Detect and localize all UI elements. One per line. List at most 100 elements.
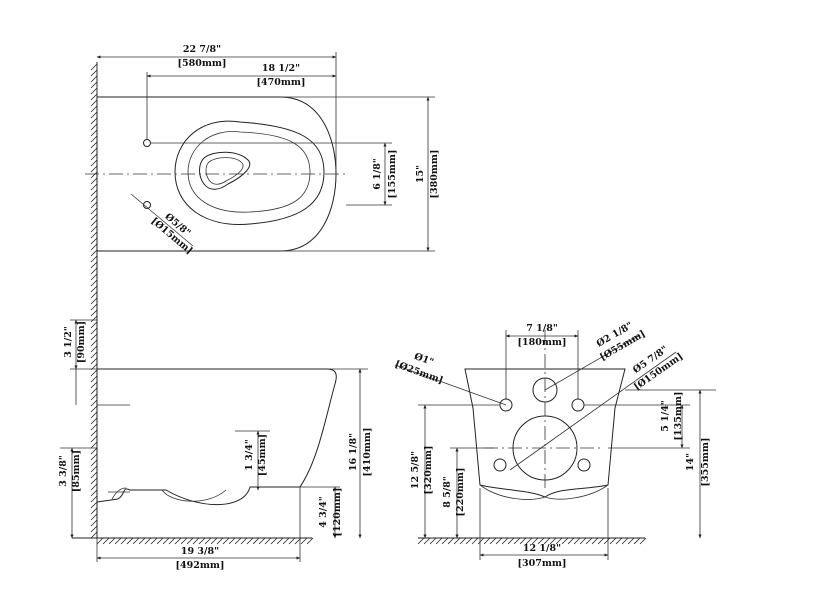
wall-hatch-line (90, 513, 98, 521)
floor-hatch-line (423, 537, 431, 545)
side-depth-mm: [492mm] (176, 560, 225, 571)
floor-hatch-line (615, 537, 623, 545)
wall-hatch-line (90, 87, 98, 95)
top-overall-width-mm: [380mm] (429, 150, 440, 199)
floor-hatch-line (204, 537, 212, 545)
wall-hatch-line (90, 75, 98, 83)
side-outlet-rise-in: 1 3/4" (244, 439, 255, 471)
wall-hatch-line (90, 261, 98, 269)
floor-hatch-line (114, 537, 122, 545)
floor-hatch-line (108, 537, 116, 545)
wall-hatch-line (90, 201, 98, 209)
wall-hatch-line (90, 69, 98, 77)
floor-hatch-line (102, 537, 110, 545)
floor-hatch-line (459, 537, 467, 545)
wall-hatch-line (90, 111, 98, 119)
rear-upper-height-in: 12 5/8" (410, 451, 421, 489)
floor-hatch-line (216, 537, 224, 545)
floor-hatch-line (567, 537, 575, 545)
side-depth-in: 19 3/8" (181, 546, 219, 557)
floor-hatch-line (264, 537, 272, 545)
wall-hatch-line (90, 381, 98, 389)
floor-hatch-line (585, 537, 593, 545)
floor-hatch-line (156, 537, 164, 545)
wall-hatch-line (90, 357, 98, 365)
wall-hatch-line (90, 177, 98, 185)
wall-hatch-line (90, 507, 98, 515)
side-outlet-height-mm: [85mm] (71, 450, 82, 492)
wall-hatch-line (90, 519, 98, 527)
floor-hatch-line (633, 537, 641, 545)
wall-hatch-line (90, 153, 98, 161)
floor-hatch-line (300, 537, 308, 545)
floor-hatch-line (252, 537, 260, 545)
wall-hatch-line (90, 183, 98, 191)
wall-hatch-line (90, 291, 98, 299)
top-view: 22 7/8" [580mm] 18 1/2" [470mm] 6 1/8" [… (85, 44, 440, 257)
floor-hatch-line (489, 537, 497, 545)
floor-hatch-line (597, 537, 605, 545)
top-bowl-offset-in: 6 1/8" (372, 158, 383, 190)
floor-hatch-line (234, 537, 242, 545)
wall-hatch-line (90, 255, 98, 263)
wall-hatch-line (90, 105, 98, 113)
wall-hatch-line (90, 447, 98, 455)
top-view-drain (199, 151, 251, 190)
wall-hatch-line (90, 411, 98, 419)
wall-hatch-line (90, 369, 98, 377)
floor-hatch-line (471, 537, 479, 545)
rear-width-in: 12 1/8" (523, 543, 561, 554)
wall-hatch-line (90, 393, 98, 401)
rear-total-height-mm: [355mm] (700, 438, 711, 487)
floor-hatch-line (531, 537, 539, 545)
top-view-bowl-inner (187, 131, 311, 213)
wall-hatch-line (90, 429, 98, 437)
wall-hatch-line (90, 63, 98, 71)
floor-hatch-line (138, 537, 146, 545)
wall-hatch-line (90, 81, 98, 89)
floor-hatch-line (453, 537, 461, 545)
rear-outlet-hole (512, 415, 578, 481)
floor-hatch-line (549, 537, 557, 545)
floor-hatch-line (96, 537, 104, 545)
wall-hatch-line (90, 279, 98, 287)
floor-hatch-line (246, 537, 254, 545)
top-bolt-spacing-mm: [470mm] (257, 77, 306, 88)
rear-lower-height-in: 8 5/8" (442, 476, 453, 508)
wall-hatch-line (90, 159, 98, 167)
rear-bolt-spacing-in: 7 1/8" (526, 323, 558, 334)
wall-hatch-line (90, 207, 98, 215)
floor-hatch-line (495, 537, 503, 545)
wall-hatch-line (90, 423, 98, 431)
rear-hole-gap-mm: [135mm] (673, 392, 684, 441)
floor-hatch-line (579, 537, 587, 545)
side-top-offset-in: 3 1/2" (63, 326, 74, 358)
wall-hatch-line (90, 495, 98, 503)
wall-hatch-line (90, 243, 98, 251)
side-floor-clearance-mm: [120mm] (332, 488, 343, 537)
floor-hatch-line (543, 537, 551, 545)
wall-hatch-line (90, 147, 98, 155)
floor-hatch-line (591, 537, 599, 545)
floor-hatch-line (477, 537, 485, 545)
top-view-bowl-outer (174, 120, 325, 225)
side-floor-clearance-in: 4 3/4" (318, 496, 329, 528)
rear-bolt-spacing-mm: [180mm] (518, 337, 567, 348)
side-total-height-in: 16 1/8" (348, 433, 359, 471)
floor-hatch-line (621, 537, 629, 545)
rear-lower-height-mm: [220mm] (455, 468, 466, 517)
wall-hatch-line (90, 435, 98, 443)
wall-hatch-line (90, 501, 98, 509)
floor-hatch-line (132, 537, 140, 545)
wall-hatch-line (90, 327, 98, 335)
wall-hatch-line (90, 333, 98, 341)
wall-hatch-line (90, 195, 98, 203)
rear-inlet-hole (532, 377, 558, 403)
wall-hatch-line (90, 375, 98, 383)
wall-hatch-line (90, 531, 98, 539)
floor-hatch-line (417, 537, 425, 545)
floor-hatch-line (627, 537, 635, 545)
wall-hatch-line (90, 213, 98, 221)
floor-hatch-line (465, 537, 473, 545)
